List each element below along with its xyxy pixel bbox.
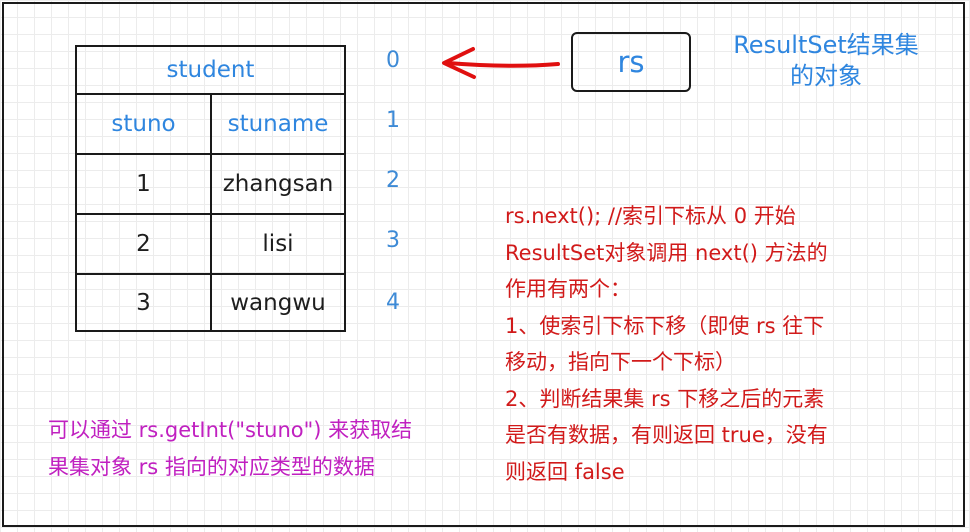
getint-note: 可以通过 rs.getInt("stuno") 来获取结 果集对象 rs 指向的… xyxy=(48,412,478,486)
table-cell-stuno: 3 xyxy=(136,289,151,316)
table-cell-stuname: lisi xyxy=(262,231,294,257)
row-index-2: 2 xyxy=(386,168,400,193)
rs-box: rs xyxy=(571,32,691,92)
note-line: rs.next(); //索引下标从 0 开始 xyxy=(505,204,796,228)
column-header-stuno: stuno xyxy=(111,111,176,137)
table-divider xyxy=(77,273,344,275)
note-line: 作用有两个： xyxy=(505,277,631,301)
table-cell-stuno: 2 xyxy=(136,231,151,257)
table-cell-stuname: wangwu xyxy=(230,289,326,316)
row-index-0: 0 xyxy=(386,48,400,73)
note-line: 果集对象 rs 指向的对应类型的数据 xyxy=(48,455,375,479)
next-method-note: rs.next(); //索引下标从 0 开始 ResultSet对象调用 ne… xyxy=(505,198,945,490)
rs-description-line: 的对象 xyxy=(790,62,862,90)
rs-description: ResultSet结果集 的对象 xyxy=(706,30,946,92)
column-header-stuname: stuname xyxy=(227,111,329,137)
table-cell-stuname: zhangsan xyxy=(222,171,334,197)
table-column-divider xyxy=(210,93,212,330)
table-divider xyxy=(77,213,344,215)
row-index-1: 1 xyxy=(386,108,400,133)
row-index-4: 4 xyxy=(386,290,400,315)
note-line: ResultSet对象调用 next() 方法的 xyxy=(505,240,828,265)
note-line: 2、判断结果集 rs 下移之后的元素 xyxy=(505,386,825,411)
diagram-frame xyxy=(2,2,965,527)
note-line: 移动，指向下一个下标） xyxy=(505,350,736,374)
note-line: 可以通过 rs.getInt("stuno") 来获取结 xyxy=(48,418,413,442)
note-line: 1、使索引下标下移（即使 rs 往下 xyxy=(505,313,825,338)
table-title: student xyxy=(166,57,255,83)
student-table: student stuno stuname 1 zhangsan 2 lisi … xyxy=(75,45,346,332)
row-index-3: 3 xyxy=(386,228,400,253)
table-divider xyxy=(77,153,344,155)
note-line: 是否有数据，有则返回 true，没有 xyxy=(505,423,828,447)
rs-description-line: ResultSet结果集 xyxy=(733,31,919,59)
table-cell-stuno: 1 xyxy=(136,171,151,197)
note-line: 则返回 false xyxy=(505,459,625,484)
